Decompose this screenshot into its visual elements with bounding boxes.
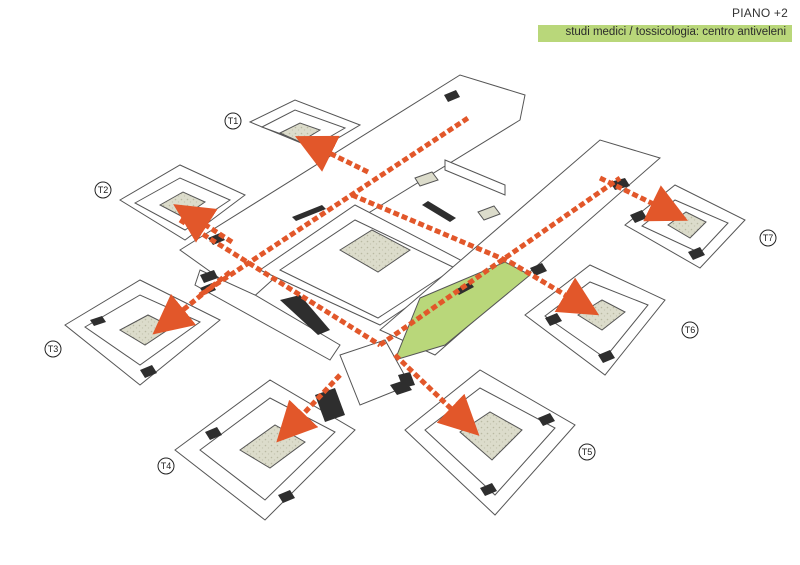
tower-label-t2: T2 xyxy=(94,181,112,199)
subtitle-text: studi medici / tossicologia: centro anti… xyxy=(565,26,786,38)
tower-label-t1-text: T1 xyxy=(228,116,239,126)
path-to-t7 xyxy=(598,175,688,222)
path-to-t5 xyxy=(393,353,480,436)
central-block xyxy=(179,74,662,406)
tower-label-t4-text: T4 xyxy=(161,461,172,471)
tower-label-t1: T1 xyxy=(224,112,242,130)
tower-label-t5: T5 xyxy=(578,443,596,461)
tower-label-t7: T7 xyxy=(759,229,777,247)
tower-label-t6-text: T6 xyxy=(685,325,696,335)
circulation-paths xyxy=(152,115,688,443)
path-to-t1 xyxy=(295,135,370,175)
path-inner xyxy=(351,192,511,265)
subtitle-banner: studi medici / tossicologia: centro anti… xyxy=(538,25,792,42)
tower-label-t3: T3 xyxy=(44,340,62,358)
tower-label-t4: T4 xyxy=(157,457,175,475)
path-to-t3 xyxy=(152,270,232,335)
path-to-t2 xyxy=(173,204,234,245)
path-to-t4 xyxy=(276,373,342,443)
floor-title: PIANO +2 xyxy=(732,6,788,20)
tower-label-t6: T6 xyxy=(681,321,699,339)
tower-label-t2-text: T2 xyxy=(98,185,109,195)
tower-t4 xyxy=(174,379,356,521)
path-to-t6 xyxy=(508,259,600,316)
path-main-axis-b xyxy=(378,175,622,348)
tower-label-t7-text: T7 xyxy=(763,233,774,243)
tower-t5 xyxy=(390,369,576,516)
tower-label-t3-text: T3 xyxy=(48,344,59,354)
service-cores xyxy=(200,90,630,388)
tower-t1 xyxy=(248,99,362,151)
tower-t6 xyxy=(524,263,666,376)
tower-label-t5-text: T5 xyxy=(582,447,593,457)
